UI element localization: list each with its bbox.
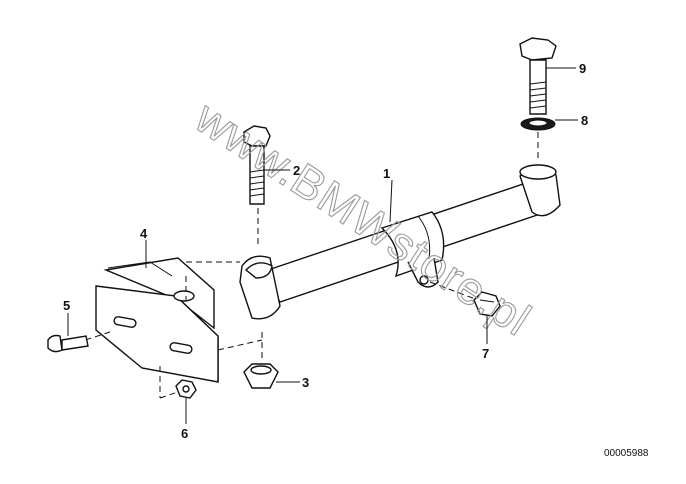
callout-6[interactable]: 6 [181, 398, 188, 441]
part-5-screw[interactable] [47, 334, 89, 353]
callout-1[interactable]: 1 [383, 166, 393, 223]
callout-9[interactable]: 9 [546, 61, 586, 76]
callout-8-label: 8 [581, 113, 588, 128]
part-4-bracket[interactable] [95, 257, 219, 383]
callout-9-label: 9 [579, 61, 586, 76]
callout-5-label: 5 [63, 298, 70, 313]
callout-1-label: 1 [383, 166, 390, 181]
drawing-number: 00005988 [604, 448, 649, 459]
part-2-bolt[interactable] [243, 125, 271, 205]
part-9-bolt[interactable] [519, 37, 557, 115]
part-8-washer[interactable] [520, 117, 556, 131]
callout-4[interactable]: 4 [140, 226, 148, 268]
callout-8[interactable]: 8 [555, 113, 588, 128]
part-1-damper[interactable] [239, 164, 561, 320]
callout-4-label: 4 [140, 226, 148, 241]
callout-3[interactable]: 3 [276, 375, 309, 390]
part-3-nut[interactable] [243, 363, 279, 389]
callout-5[interactable]: 5 [63, 298, 70, 336]
part-6-nut[interactable] [175, 379, 197, 399]
callout-7-label: 7 [482, 346, 489, 361]
callout-2[interactable]: 2 [264, 163, 300, 178]
callout-6-label: 6 [181, 426, 188, 441]
callout-7[interactable]: 7 [482, 316, 489, 361]
part-7-bolt[interactable] [473, 291, 501, 317]
callout-3-label: 3 [302, 375, 309, 390]
callout-2-label: 2 [293, 163, 300, 178]
